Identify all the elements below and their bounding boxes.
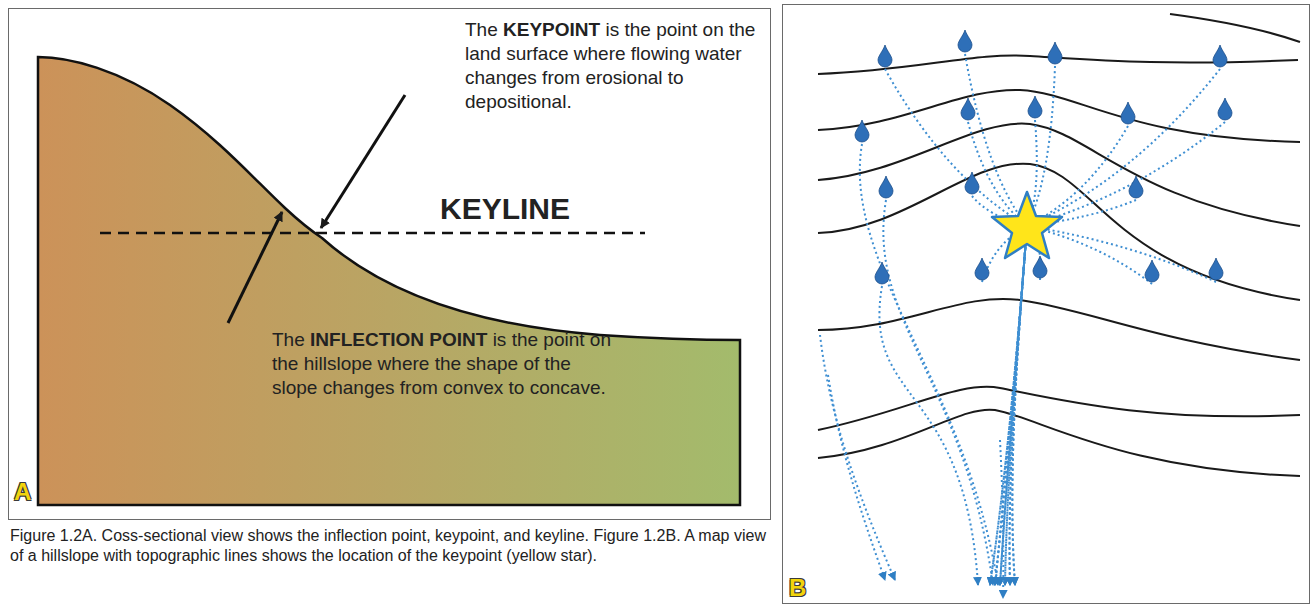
- flow-line: [972, 196, 1027, 585]
- raindrop: [1121, 102, 1135, 124]
- raindrop: [1028, 96, 1042, 118]
- keypoint-star: [992, 192, 1062, 258]
- raindrop: [975, 258, 989, 280]
- raindrop: [1048, 42, 1062, 64]
- raindrop: [879, 176, 893, 198]
- flow-line: [965, 54, 1027, 585]
- panel-letter: B: [789, 574, 806, 602]
- flow-paths: [820, 54, 1225, 598]
- raindrop: [1033, 256, 1047, 278]
- panel-frame: [9, 9, 771, 520]
- raindrop: [961, 98, 975, 120]
- flow-line: [1010, 226, 1216, 585]
- contour-lines: [818, 14, 1300, 476]
- panel-letter: A: [14, 478, 31, 506]
- flow-line: [828, 375, 885, 580]
- raindrop: [1209, 258, 1223, 280]
- flow-line: [1000, 226, 1041, 585]
- raindrop: [1218, 98, 1232, 120]
- flow-line: [1005, 226, 1152, 585]
- keypoint-note: The KEYPOINT is the point on the land su…: [465, 18, 770, 114]
- flow-line: [1000, 440, 1003, 598]
- raindrop: [965, 172, 979, 194]
- raindrop: [878, 45, 892, 67]
- figure-caption: Figure 1.2A. Coss-sectional view shows t…: [10, 526, 772, 566]
- flow-line: [1000, 122, 1225, 585]
- flow-line: [995, 126, 1128, 585]
- flow-line: [982, 226, 1027, 585]
- inflection-arrow: [228, 212, 282, 323]
- panel-frame: [783, 5, 1310, 604]
- flow-line: [883, 200, 993, 585]
- raindrop: [1129, 176, 1143, 198]
- raindrop: [1213, 45, 1227, 67]
- keyline-dashes: [100, 232, 645, 235]
- flow-line: [860, 144, 998, 585]
- inflection-note: The INFLECTION POINT is the point on the…: [272, 328, 612, 400]
- raindrop: [1145, 260, 1159, 282]
- hill-profile: [38, 57, 740, 505]
- flow-line: [879, 286, 978, 585]
- raindrop: [855, 120, 869, 142]
- flow-line: [820, 335, 895, 580]
- flow-line: [1012, 200, 1136, 585]
- keyline-label: KEYLINE: [440, 192, 570, 226]
- raindrops: [855, 30, 1232, 284]
- raindrop: [958, 30, 972, 52]
- raindrop: [875, 262, 889, 284]
- keypoint-arrow: [321, 95, 405, 228]
